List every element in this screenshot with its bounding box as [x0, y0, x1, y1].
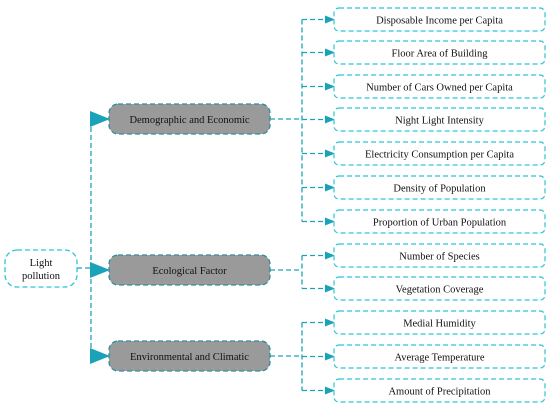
factor-label: Number of Species	[399, 252, 479, 263]
factor-node: Vegetation Coverage	[333, 276, 546, 301]
factor-node: Night Light Intensity	[333, 107, 546, 132]
factor-label: Floor Area of Building	[392, 49, 489, 60]
factor-box	[333, 40, 546, 65]
category-box	[108, 254, 271, 286]
root-label-line-1: Light	[30, 258, 53, 269]
factor-label: Density of Population	[393, 184, 486, 195]
factor-node: Proportion of Urban Population	[333, 209, 546, 234]
factor-label: Vegetation Coverage	[396, 285, 484, 296]
root-node: Light pollution	[4, 249, 78, 288]
factor-label: Amount of Precipitation	[388, 387, 491, 398]
factor-box	[333, 209, 546, 234]
factor-box	[333, 175, 546, 200]
category-label: Environmental and Climatic	[130, 352, 249, 363]
factor-box	[333, 107, 546, 132]
factor-label: Medial Humidity	[403, 319, 476, 330]
factor-node: Number of Species	[333, 243, 546, 268]
category-ecological: Ecological Factor	[108, 254, 271, 286]
factor-box	[333, 74, 546, 99]
factor-label: Number of Cars Owned per Capita	[366, 83, 513, 94]
factor-label: Disposable Income per Capita	[376, 16, 503, 27]
factor-node: Floor Area of Building	[333, 40, 546, 65]
factor-box	[333, 344, 546, 369]
category-box	[108, 340, 271, 372]
factor-label: Night Light Intensity	[395, 116, 484, 127]
factor-node: Average Temperature	[333, 344, 546, 369]
factor-box	[333, 378, 546, 403]
factor-node: Electricity Consumption per Capita	[333, 141, 546, 166]
factor-box	[333, 141, 546, 166]
factor-label: Average Temperature	[394, 353, 484, 364]
category-demographic-economic: Demographic and Economic	[108, 103, 271, 135]
factor-node: Amount of Precipitation	[333, 378, 546, 403]
factor-node: Density of Population	[333, 175, 546, 200]
connectors	[77, 15, 335, 395]
root-label-line-2: pollution	[22, 271, 61, 282]
factor-box	[333, 310, 546, 335]
factor-label: Proportion of Urban Population	[373, 218, 507, 229]
factor-box	[333, 7, 546, 32]
factor-box	[333, 243, 546, 268]
factor-node: Disposable Income per Capita	[333, 7, 546, 32]
category-environmental-climatic: Environmental and Climatic	[108, 340, 271, 372]
category-label: Demographic and Economic	[129, 115, 249, 126]
factor-node: Medial Humidity	[333, 310, 546, 335]
factor-label: Electricity Consumption per Capita	[365, 150, 514, 161]
category-label: Ecological Factor	[152, 266, 227, 277]
category-box	[108, 103, 271, 135]
factor-node: Number of Cars Owned per Capita	[333, 74, 546, 99]
root-node-box	[4, 249, 78, 288]
factor-box	[333, 276, 546, 301]
